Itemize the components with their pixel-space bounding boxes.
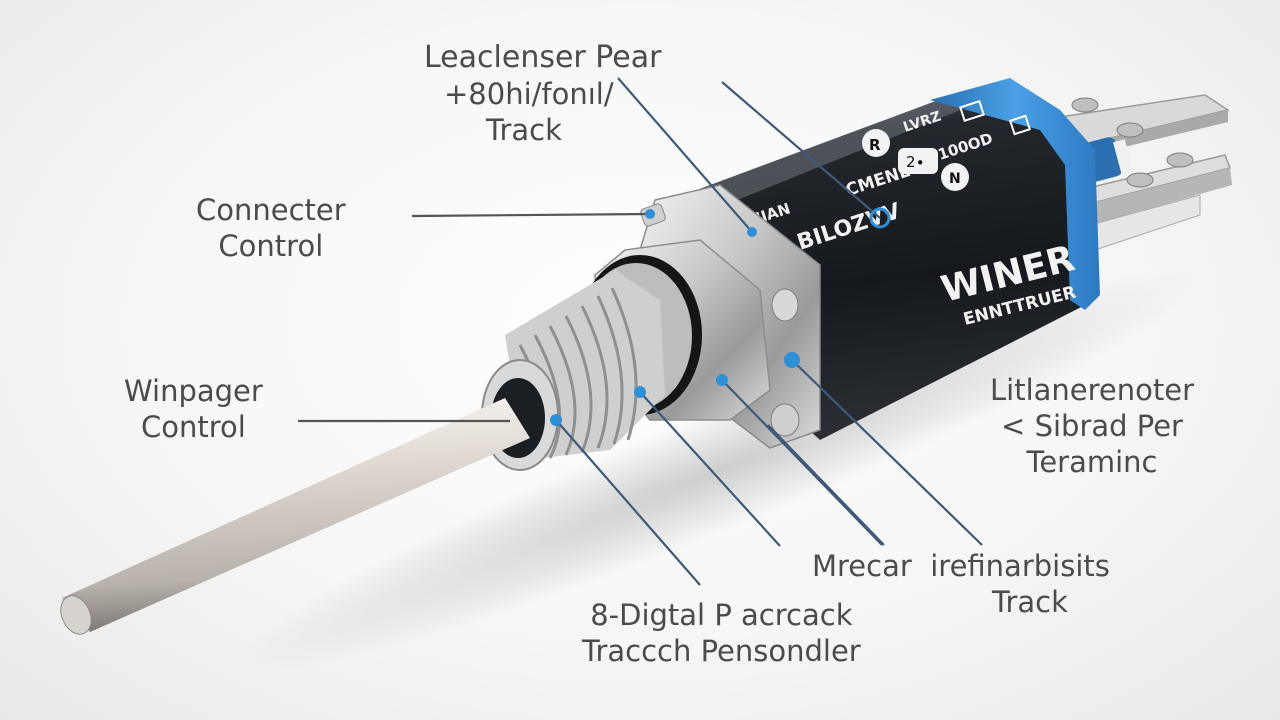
leader-connector xyxy=(411,212,649,218)
leader-flange xyxy=(721,379,883,546)
label-right: Litlanerenoter < Sibrad Per Teraminc xyxy=(990,373,1195,479)
svg-text:R: R xyxy=(869,136,881,154)
floor-shadow xyxy=(237,267,1203,673)
band-icon-battery xyxy=(1008,114,1032,136)
label-connector-control: Connecter Control xyxy=(196,193,346,263)
svg-text:2∙: 2∙ xyxy=(906,153,925,171)
leader-bolt xyxy=(767,424,885,546)
leader-flange-dot xyxy=(791,359,983,546)
badge-2 xyxy=(898,148,938,174)
label-bottom-right: Mrecar irefinarbisits Track xyxy=(812,549,1110,619)
blue-band xyxy=(930,78,1100,310)
svg-text:N: N xyxy=(949,171,961,187)
label-winpager-control: Winpager Control xyxy=(124,374,263,444)
badge-3 xyxy=(941,163,969,191)
leader-thread xyxy=(555,419,701,586)
threaded-section xyxy=(481,270,665,471)
flange-bolt-top xyxy=(771,288,799,322)
rod-end xyxy=(60,595,92,635)
label-bottom-center: 8-Digtal P acrcack Traccch Pensondler xyxy=(582,598,861,668)
leader-top-right xyxy=(721,81,881,219)
leader-lines xyxy=(298,77,983,586)
band-icon-box xyxy=(959,99,985,123)
badge-1 xyxy=(862,129,890,157)
flange-bolt-bottom xyxy=(770,403,800,437)
piston-rod xyxy=(60,398,530,635)
label-top: Leaclenser Pear +80hi/fonıl/ Track xyxy=(424,40,662,147)
leader-dots xyxy=(550,207,891,426)
leader-nut xyxy=(639,391,781,547)
leader-top-left xyxy=(617,77,753,233)
